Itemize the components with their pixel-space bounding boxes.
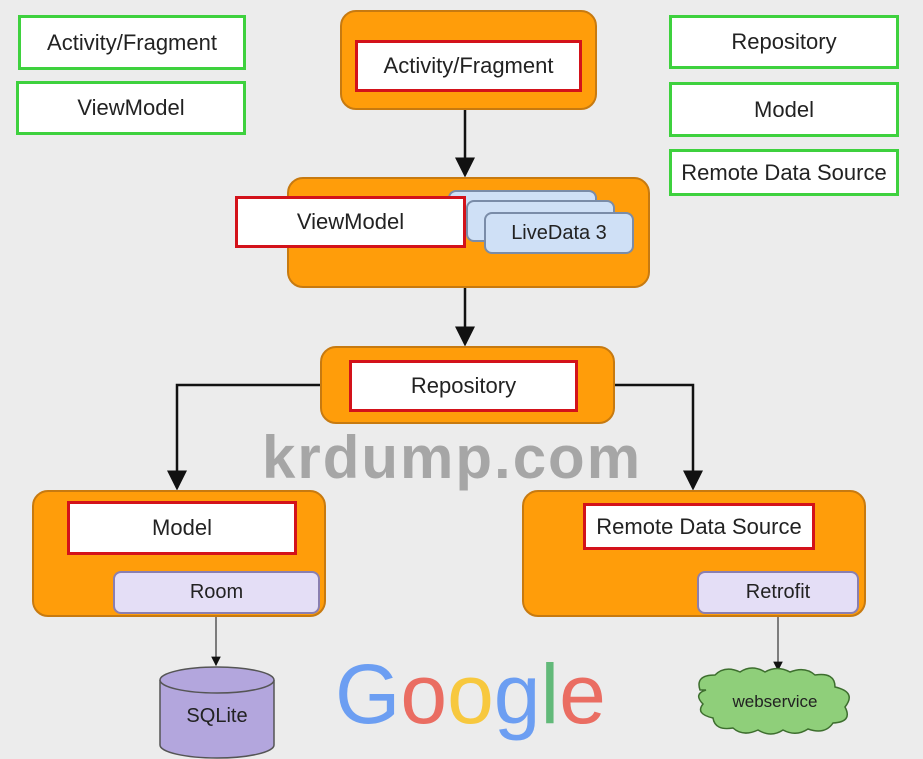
arrow-repository-to-model — [167, 383, 320, 491]
legend-repository: Repository — [669, 15, 899, 69]
sqlite-label: SQLite — [186, 705, 248, 727]
sqlite-cylinder-icon — [159, 666, 275, 759]
legend-model: Model — [669, 82, 899, 137]
arrow-repository-to-remote — [615, 383, 703, 491]
model-box: Model — [67, 501, 297, 555]
livedata-card-3: LiveData 3 — [484, 212, 634, 254]
room-box: Room — [113, 571, 320, 614]
viewmodel-box: ViewModel — [235, 196, 466, 248]
legend-viewmodel: ViewModel — [16, 81, 246, 135]
legend-remote-data-source: Remote Data Source — [669, 149, 899, 196]
retrofit-box: Retrofit — [697, 571, 859, 614]
legend-activity-fragment: Activity/Fragment — [18, 15, 246, 70]
activity-fragment-box: Activity/Fragment — [355, 40, 582, 92]
remote-data-source-box: Remote Data Source — [583, 503, 815, 550]
repository-box: Repository — [349, 360, 578, 412]
webservice-cloud-icon — [697, 667, 850, 735]
webservice-label: webservice — [732, 692, 818, 711]
